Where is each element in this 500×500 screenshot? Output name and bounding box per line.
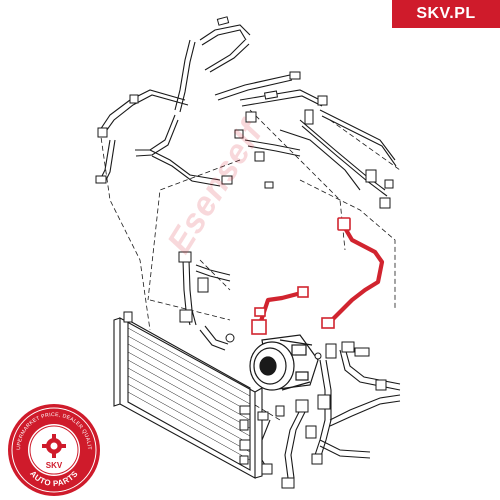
brand-badge: SKV.PL	[392, 0, 500, 28]
highlighted-hose-fittings	[251, 217, 351, 335]
highlighted-ac-hose	[257, 225, 385, 327]
condenser-brackets	[123, 311, 251, 465]
left-vertical-hose	[182, 259, 231, 351]
gear-icon	[42, 434, 66, 458]
brand-label: SKV.PL	[416, 5, 476, 22]
condenser-fins	[127, 327, 251, 461]
leader-lines	[99, 109, 401, 421]
skv-auto-parts-seal: SKV SUPERMARKET PRICE, DEALER QUALITY AU…	[6, 402, 100, 496]
upper-fittings	[95, 16, 394, 209]
ac-compressor	[249, 334, 319, 391]
upper-hose-assembly	[99, 24, 397, 197]
left-hose-fittings	[178, 251, 235, 343]
condenser	[113, 317, 263, 479]
seal-center-text: SKV	[46, 461, 63, 470]
lower-fittings	[257, 341, 387, 489]
